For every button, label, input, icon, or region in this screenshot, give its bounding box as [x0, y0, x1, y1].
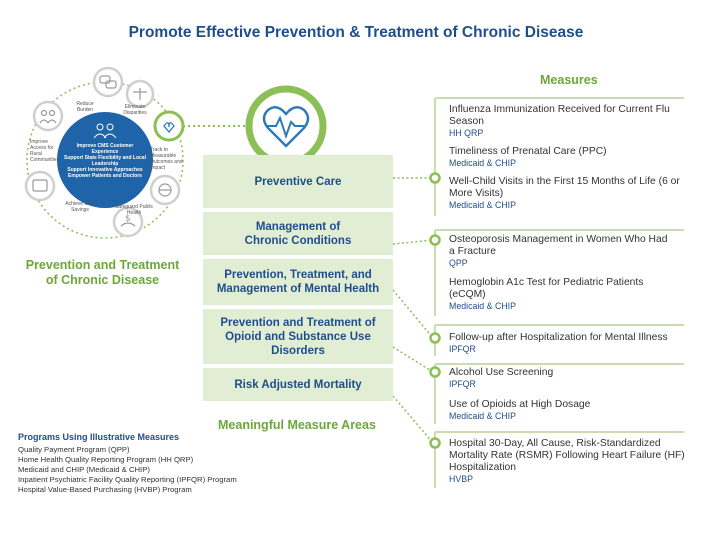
measure-item: Influenza Immunization Received for Curr…	[449, 104, 684, 139]
measure-group-chronic: Osteoporosis Management in Women Who Had…	[449, 234, 671, 312]
page-title: Promote Effective Prevention & Treatment…	[128, 24, 584, 41]
program-item: Hospital Value-Based Purchasing (HVBP) P…	[18, 485, 192, 494]
measure-program: HH QRP	[449, 128, 484, 138]
area-risk-mortality: Risk Adjusted Mortality	[203, 368, 393, 401]
measure-name: Timeliness of Prenatal Care (PPC)	[449, 146, 607, 157]
hub-center-line-2: Support State Flexibility and Local Lead…	[64, 155, 146, 167]
dollar-hand-icon	[112, 206, 144, 238]
program-item: Quality Payment Program (QPP)	[18, 445, 130, 454]
measures-heading: Measures	[540, 73, 598, 87]
measure-group-mental-health: Follow-up after Hospitalization for Ment…	[449, 332, 699, 355]
measure-name: Follow-up after Hospitalization for Ment…	[449, 332, 668, 343]
svg-text:$: $	[125, 214, 131, 224]
measure-program: IPFQR	[449, 344, 476, 354]
id-card-icon	[24, 170, 56, 202]
hub-center-line-3: Support Innovative Approaches	[67, 167, 143, 173]
hub-label-line-2: of Chronic Disease	[45, 273, 160, 287]
hub-label-line-1: Prevention and Treatment	[25, 258, 180, 272]
measure-item: Osteoporosis Management in Women Who Had…	[449, 234, 671, 269]
measure-program: IPFQR	[449, 379, 476, 389]
measure-item: Timeliness of Prenatal Care (PPC) Medica…	[449, 146, 684, 169]
hub-center-circle	[57, 112, 153, 208]
measure-name: Hemoglobin A1c Test for Pediatric Patien…	[449, 277, 644, 300]
measure-item: Well-Child Visits in the First 15 Months…	[449, 176, 684, 211]
measure-item: Hemoglobin A1c Test for Pediatric Patien…	[449, 277, 671, 312]
measure-name: Use of Opioids at High Dosage	[449, 399, 591, 410]
preventive-heart-icon	[245, 85, 327, 167]
people-icon	[32, 100, 64, 132]
measure-program: Medicaid & CHIP	[449, 158, 516, 168]
program-item: Home Health Quality Reporting Program (H…	[18, 455, 194, 464]
goal-track-outcomes: Track to Measurable Outcomes and Impact	[150, 147, 183, 171]
goal-rural-access: Improve Access for Rural Communities	[30, 139, 60, 163]
area-mental-health: Prevention, Treatment, and Management of…	[203, 259, 393, 305]
measure-program: Medicaid & CHIP	[449, 411, 516, 421]
goal-safeguard-health: Safeguard Public Health	[114, 204, 154, 216]
area-preventive-care: Preventive Care	[203, 155, 393, 208]
measure-name: Alcohol Use Screening	[449, 367, 554, 378]
goal-eliminate-disparities: Eliminate Disparities	[123, 104, 147, 116]
measure-name: Hospital 30-Day, All Cause, Risk-Standar…	[449, 438, 685, 473]
measure-group-preventive: Influenza Immunization Received for Curr…	[449, 104, 684, 211]
program-item: Inpatient Psychiatric Facility Quality R…	[18, 475, 237, 484]
hub-center-text: Improve CMS Customer Experience Support …	[63, 143, 147, 179]
chat-bubbles-icon	[92, 66, 124, 98]
hub-center-line-4: Empower Patients and Doctors	[68, 173, 142, 179]
hub-center-line-1: Improve CMS Customer Experience	[76, 143, 134, 155]
measure-program: QPP	[449, 258, 468, 268]
measure-program: Medicaid & CHIP	[449, 301, 516, 311]
measure-group-opioid: Alcohol Use Screening IPFQR Use of Opioi…	[449, 367, 684, 422]
goal-achieve-savings: Achieve Cost Savings	[65, 201, 95, 213]
measure-group-mortality: Hospital 30-Day, All Cause, Risk-Standar…	[449, 438, 689, 485]
measure-name: Osteoporosis Management in Women Who Had…	[449, 234, 668, 257]
measure-program: Medicaid & CHIP	[449, 200, 516, 210]
goal-reduce-burden: Reduce Burden	[76, 101, 94, 113]
measure-item: Alcohol Use Screening IPFQR	[449, 367, 684, 390]
measure-item: Use of Opioids at High Dosage Medicaid &…	[449, 399, 684, 422]
areas-heading: Meaningful Measure Areas	[218, 418, 376, 432]
programs-legend: Programs Using Illustrative Measures Qua…	[18, 432, 318, 495]
hub-label: Prevention and Treatment of Chronic Dise…	[0, 258, 205, 288]
measure-name: Well-Child Visits in the First 15 Months…	[449, 176, 680, 199]
area-opioid-substance: Prevention and Treatment of Opioid and S…	[203, 309, 393, 364]
program-item: Medicaid and CHIP (Medicaid & CHIP)	[18, 465, 150, 474]
area-chronic-conditions: Management of Chronic Conditions	[203, 212, 393, 255]
programs-title: Programs Using Illustrative Measures	[18, 432, 180, 442]
measure-program: HVBP	[449, 474, 473, 484]
measure-name: Influenza Immunization Received for Curr…	[449, 104, 670, 127]
